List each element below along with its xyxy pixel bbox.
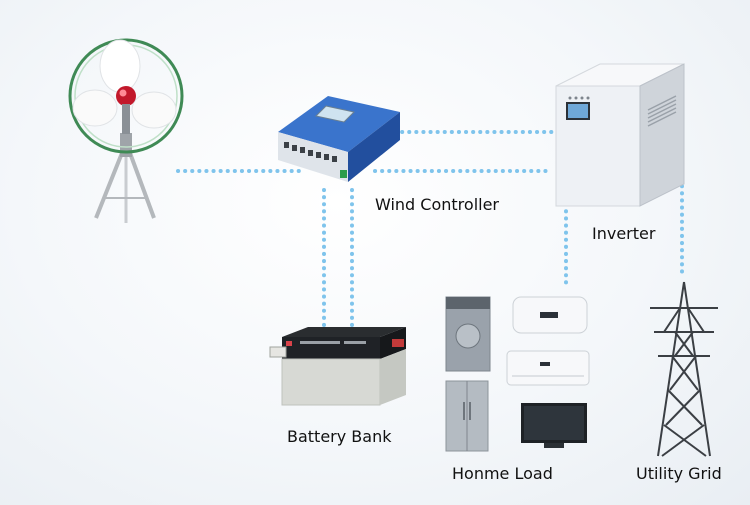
- utility-grid-label: Utility Grid: [636, 464, 722, 483]
- water-heater-icon: [512, 296, 588, 334]
- wind-turbine: [68, 38, 184, 223]
- battery-bank-label: Battery Bank: [287, 427, 392, 446]
- wind-controller-device: [278, 96, 400, 182]
- utility-tower-icon: [650, 281, 718, 457]
- home-load-label: Honme Load: [452, 464, 553, 483]
- home-load-group: [440, 292, 590, 452]
- refrigerator-icon: [445, 380, 489, 452]
- air-conditioner-icon: [506, 350, 590, 386]
- television-icon: [521, 403, 587, 448]
- inverter-label: Inverter: [592, 224, 656, 243]
- inverter-device: [555, 63, 685, 207]
- wind-controller-label: Wind Controller: [375, 195, 499, 214]
- battery-device: [269, 327, 406, 406]
- washing-machine-icon: [445, 296, 491, 372]
